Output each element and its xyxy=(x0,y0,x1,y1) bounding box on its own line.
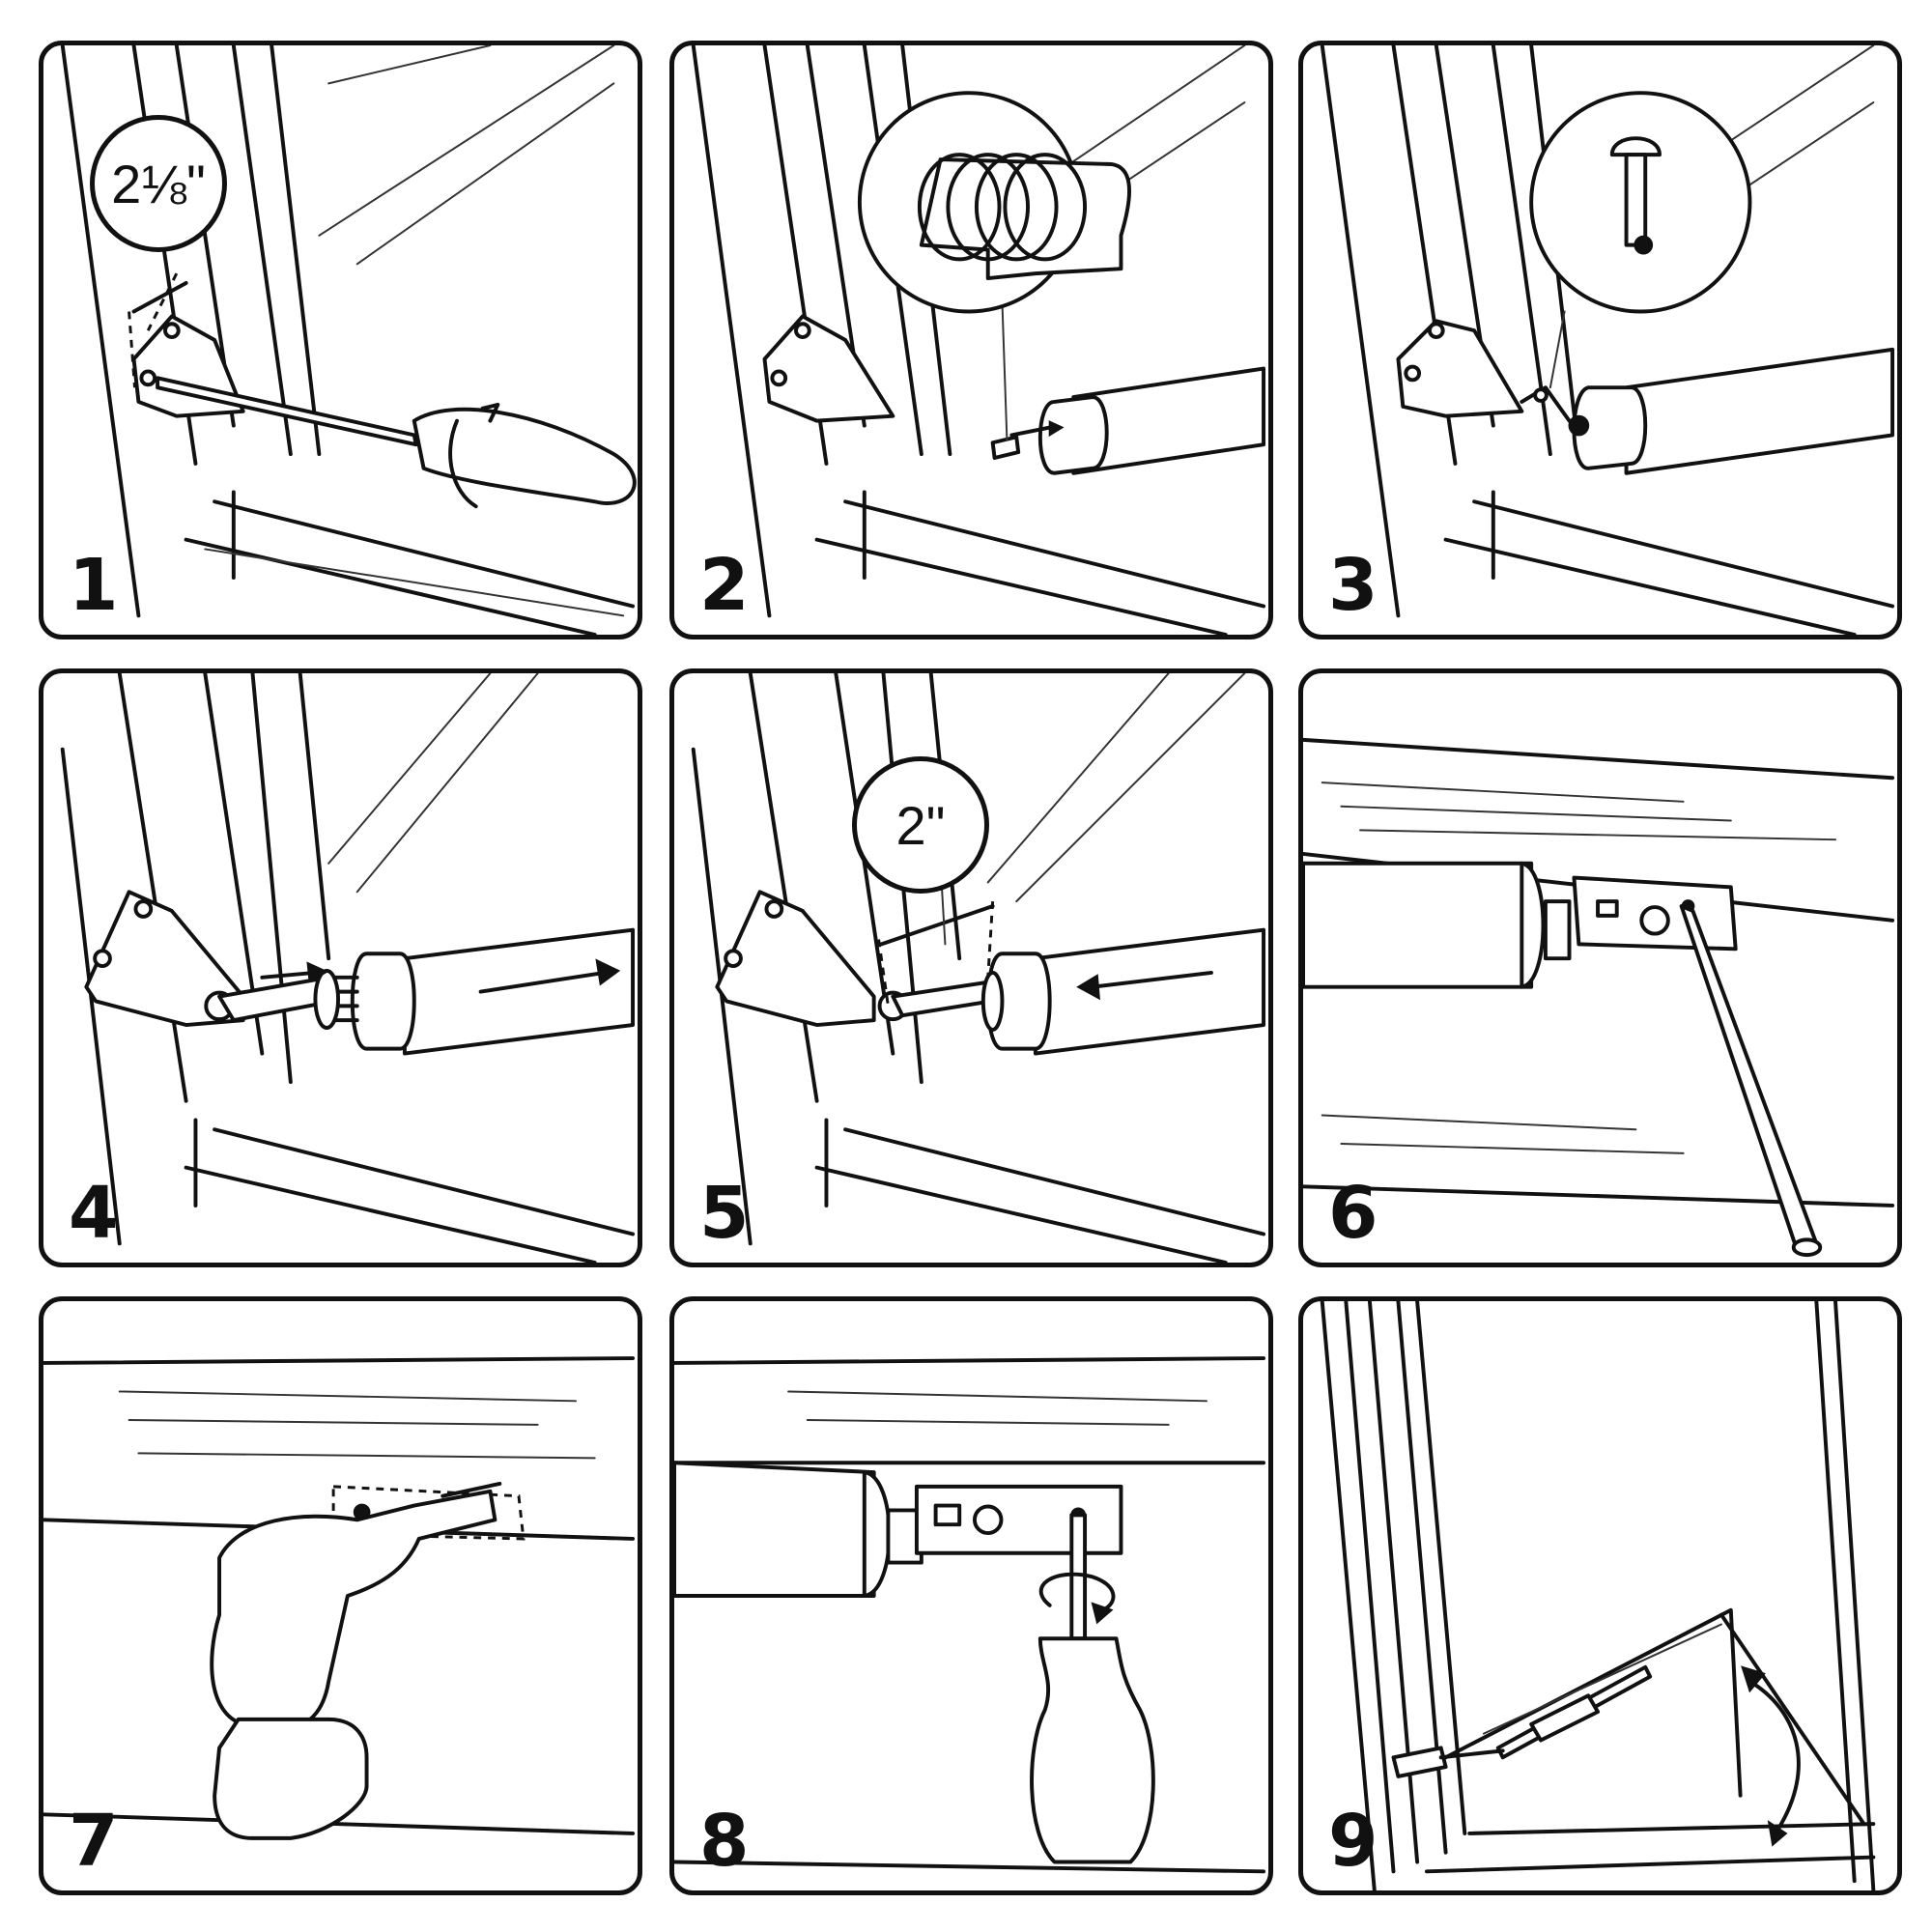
closer-cylinder xyxy=(980,927,1266,1056)
mounting-plate xyxy=(1572,875,1738,952)
mounting-plate xyxy=(914,1484,1123,1555)
step-number: 1 xyxy=(69,544,119,627)
step-panel-6: 6 xyxy=(1298,668,1902,1267)
closer-bracket xyxy=(762,314,895,423)
screwdriver xyxy=(156,376,637,509)
step-number: 5 xyxy=(699,1172,750,1255)
step-number: 8 xyxy=(699,1800,750,1883)
measurement-callout: 2" xyxy=(852,756,989,894)
step-panel-3: 3 xyxy=(1298,41,1902,639)
step-number: 3 xyxy=(1328,544,1378,627)
closer-cylinder xyxy=(1568,347,1895,475)
step-panel-7: 7 xyxy=(39,1296,642,1895)
pin-detail xyxy=(1609,136,1662,255)
drill xyxy=(210,1481,502,1840)
door-frame xyxy=(60,673,636,1263)
measurement-callout: 2⅛" xyxy=(90,115,227,252)
step-panel-8: 8 xyxy=(669,1296,1273,1895)
step-number: 2 xyxy=(699,544,750,627)
door-frame xyxy=(60,45,636,635)
step-panel-5: 2" 5 xyxy=(669,668,1273,1267)
step-number: 4 xyxy=(69,1172,119,1255)
step-panel-4: 4 xyxy=(39,668,642,1267)
step-number: 9 xyxy=(1328,1800,1378,1883)
closer-cylinder xyxy=(674,1461,923,1598)
closer-cylinder xyxy=(313,927,636,1056)
step-2-illustration xyxy=(691,45,1266,635)
door-frame xyxy=(1320,1301,1876,1890)
step-3-illustration xyxy=(1320,45,1895,635)
step-number: 6 xyxy=(1328,1172,1378,1255)
step-1-illustration xyxy=(60,45,637,635)
pencil xyxy=(1679,904,1823,1258)
closer-installed xyxy=(1391,1664,1653,1778)
step-7-illustration xyxy=(43,1356,636,1840)
door-top-rail xyxy=(674,1356,1266,1874)
step-8-illustration xyxy=(674,1356,1266,1874)
step-6-illustration xyxy=(1303,737,1895,1258)
spring-detail xyxy=(917,153,1132,281)
closer-bracket xyxy=(84,890,245,1027)
step-panel-1: 2⅛" 1 xyxy=(39,41,642,639)
step-5-illustration xyxy=(691,673,1266,1263)
step-9-illustration xyxy=(1320,1301,1876,1890)
closer-bracket xyxy=(1396,319,1524,418)
screwdriver xyxy=(1030,1513,1155,1864)
step-number: 7 xyxy=(69,1800,119,1883)
closer-cylinder xyxy=(1037,366,1266,475)
step-panel-9: 9 xyxy=(1298,1296,1902,1895)
step-panel-2: 2 xyxy=(669,41,1273,639)
swing-arrow xyxy=(1741,1665,1801,1847)
washer xyxy=(990,435,1021,460)
closer-cylinder xyxy=(1303,861,1572,989)
step-4-illustration xyxy=(60,673,636,1263)
